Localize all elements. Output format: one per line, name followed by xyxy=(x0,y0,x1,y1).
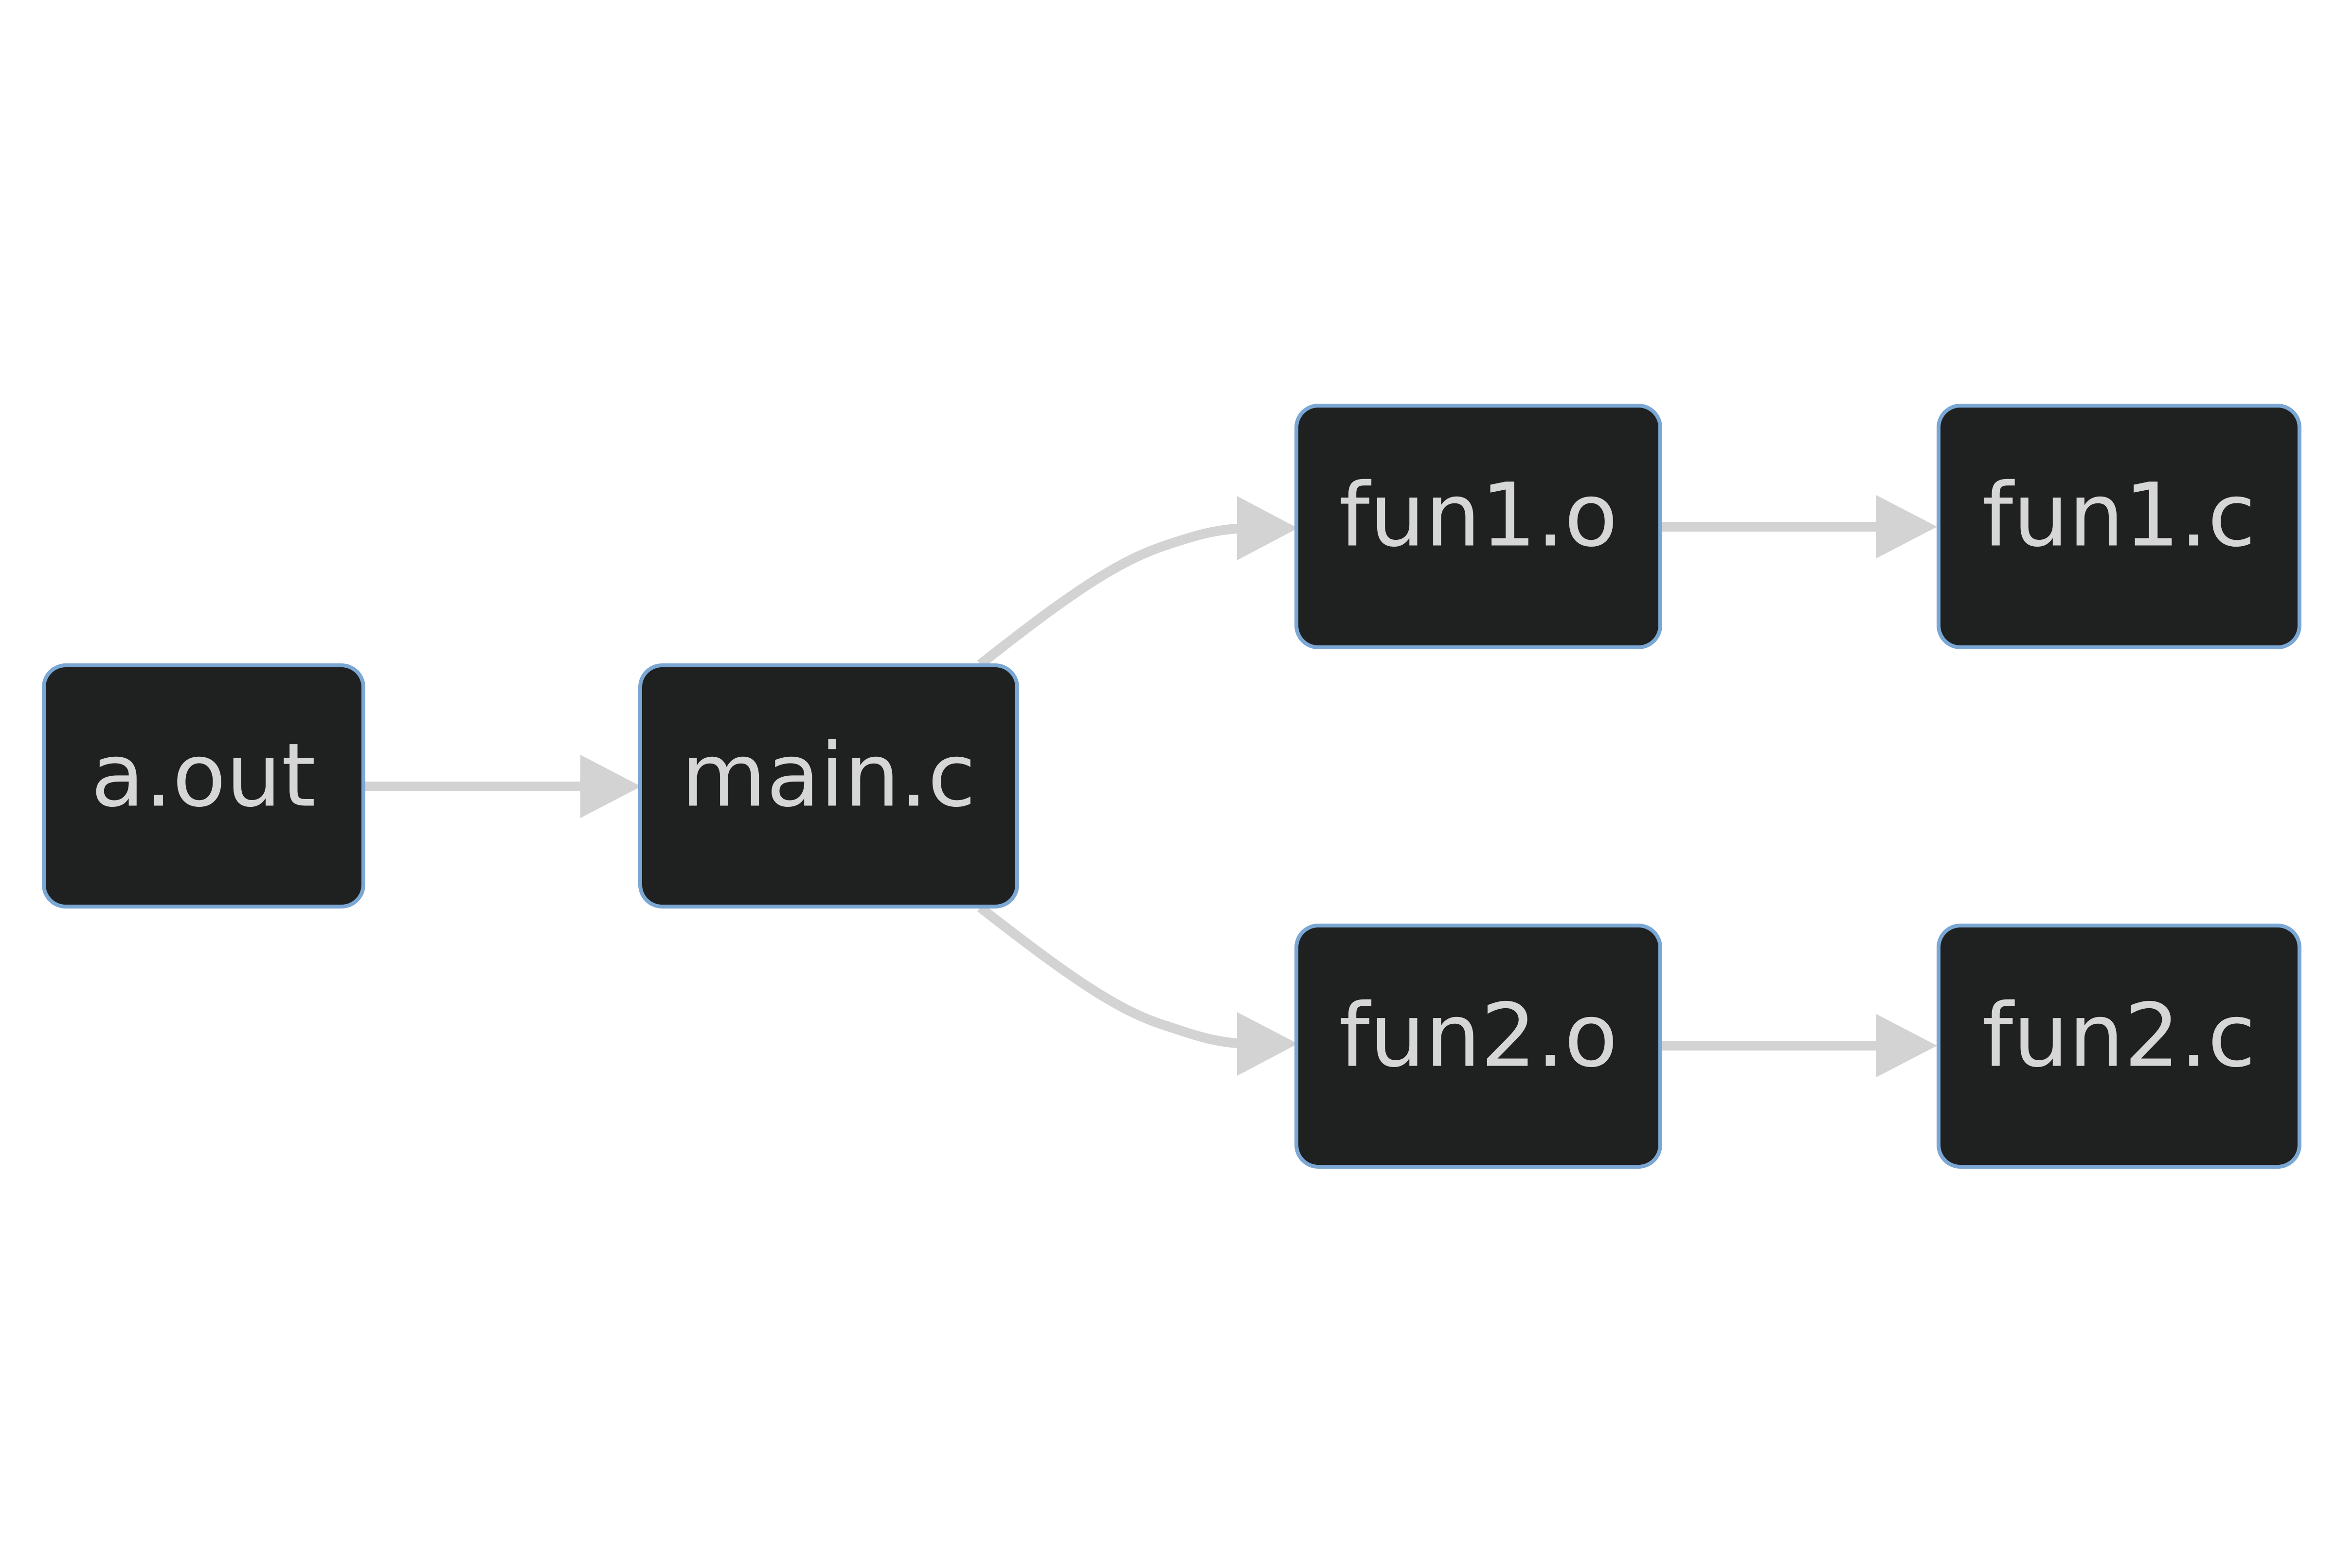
node-box xyxy=(1937,924,2301,1169)
node-label: main.c xyxy=(681,725,976,827)
arrow-head xyxy=(1237,496,1298,560)
node-fun1c[interactable]: fun1.c xyxy=(1937,404,2301,649)
node-label: a.out xyxy=(91,725,316,827)
nodes: a.out main.c fun1.o fun1.c fun2.o fun2.c xyxy=(42,404,2301,1169)
edge-aout-to-mainc xyxy=(364,755,641,818)
arrow-head xyxy=(1876,495,1937,558)
node-label: fun2.c xyxy=(1982,985,2256,1087)
node-box xyxy=(42,663,365,909)
node-label: fun2.o xyxy=(1339,985,1617,1087)
node-fun1o[interactable]: fun1.o xyxy=(1294,404,1662,649)
node-fun2o[interactable]: fun2.o xyxy=(1294,924,1662,1169)
node-aout[interactable]: a.out xyxy=(42,663,365,909)
node-box xyxy=(1294,404,1662,649)
edge-fun1o-to-fun1c xyxy=(1661,495,1937,558)
node-label: fun1.o xyxy=(1339,465,1617,567)
node-box xyxy=(638,663,1019,909)
node-box xyxy=(1937,404,2301,649)
node-label: fun1.c xyxy=(1982,465,2256,567)
edges xyxy=(364,495,1937,1077)
edge-fun2o-to-fun2c xyxy=(1661,1014,1937,1077)
edge-mainc-to-fun1o xyxy=(977,496,1298,668)
edge-line xyxy=(977,523,1246,668)
arrow-head xyxy=(580,755,641,818)
node-fun2c[interactable]: fun2.c xyxy=(1937,924,2301,1169)
arrow-head xyxy=(1876,1014,1937,1077)
node-box xyxy=(1294,924,1662,1169)
edge-mainc-to-fun2o xyxy=(977,904,1298,1076)
arrow-head xyxy=(1237,1012,1298,1076)
node-mainc[interactable]: main.c xyxy=(638,663,1019,909)
edge-line xyxy=(977,904,1246,1049)
